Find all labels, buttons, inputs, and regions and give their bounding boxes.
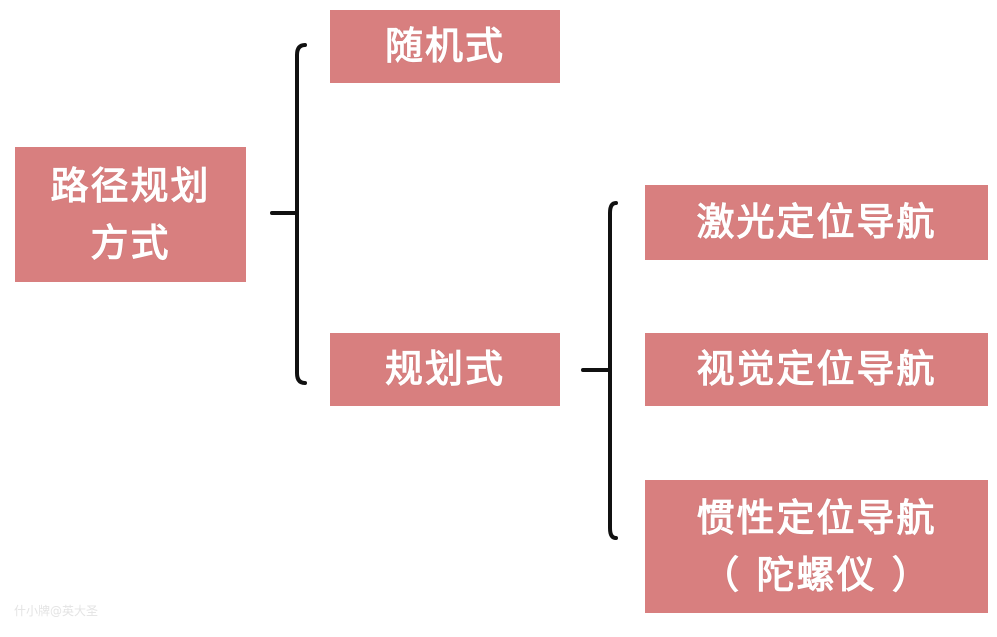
node-laser-navigation: 激光定位导航: [645, 185, 988, 260]
node-planned: 规划式: [330, 333, 560, 406]
watermark: 什小牌@英大圣: [14, 604, 99, 618]
node-inertial-navigation: 惯性定位导航 （ 陀螺仪 ）: [645, 480, 988, 613]
node-random: 随机式: [330, 10, 560, 83]
brace-level1: [270, 43, 307, 385]
brace-level2: [581, 201, 618, 540]
node-vision-navigation: 视觉定位导航: [645, 333, 988, 406]
node-path-planning-method: 路径规划 方式: [15, 147, 246, 282]
